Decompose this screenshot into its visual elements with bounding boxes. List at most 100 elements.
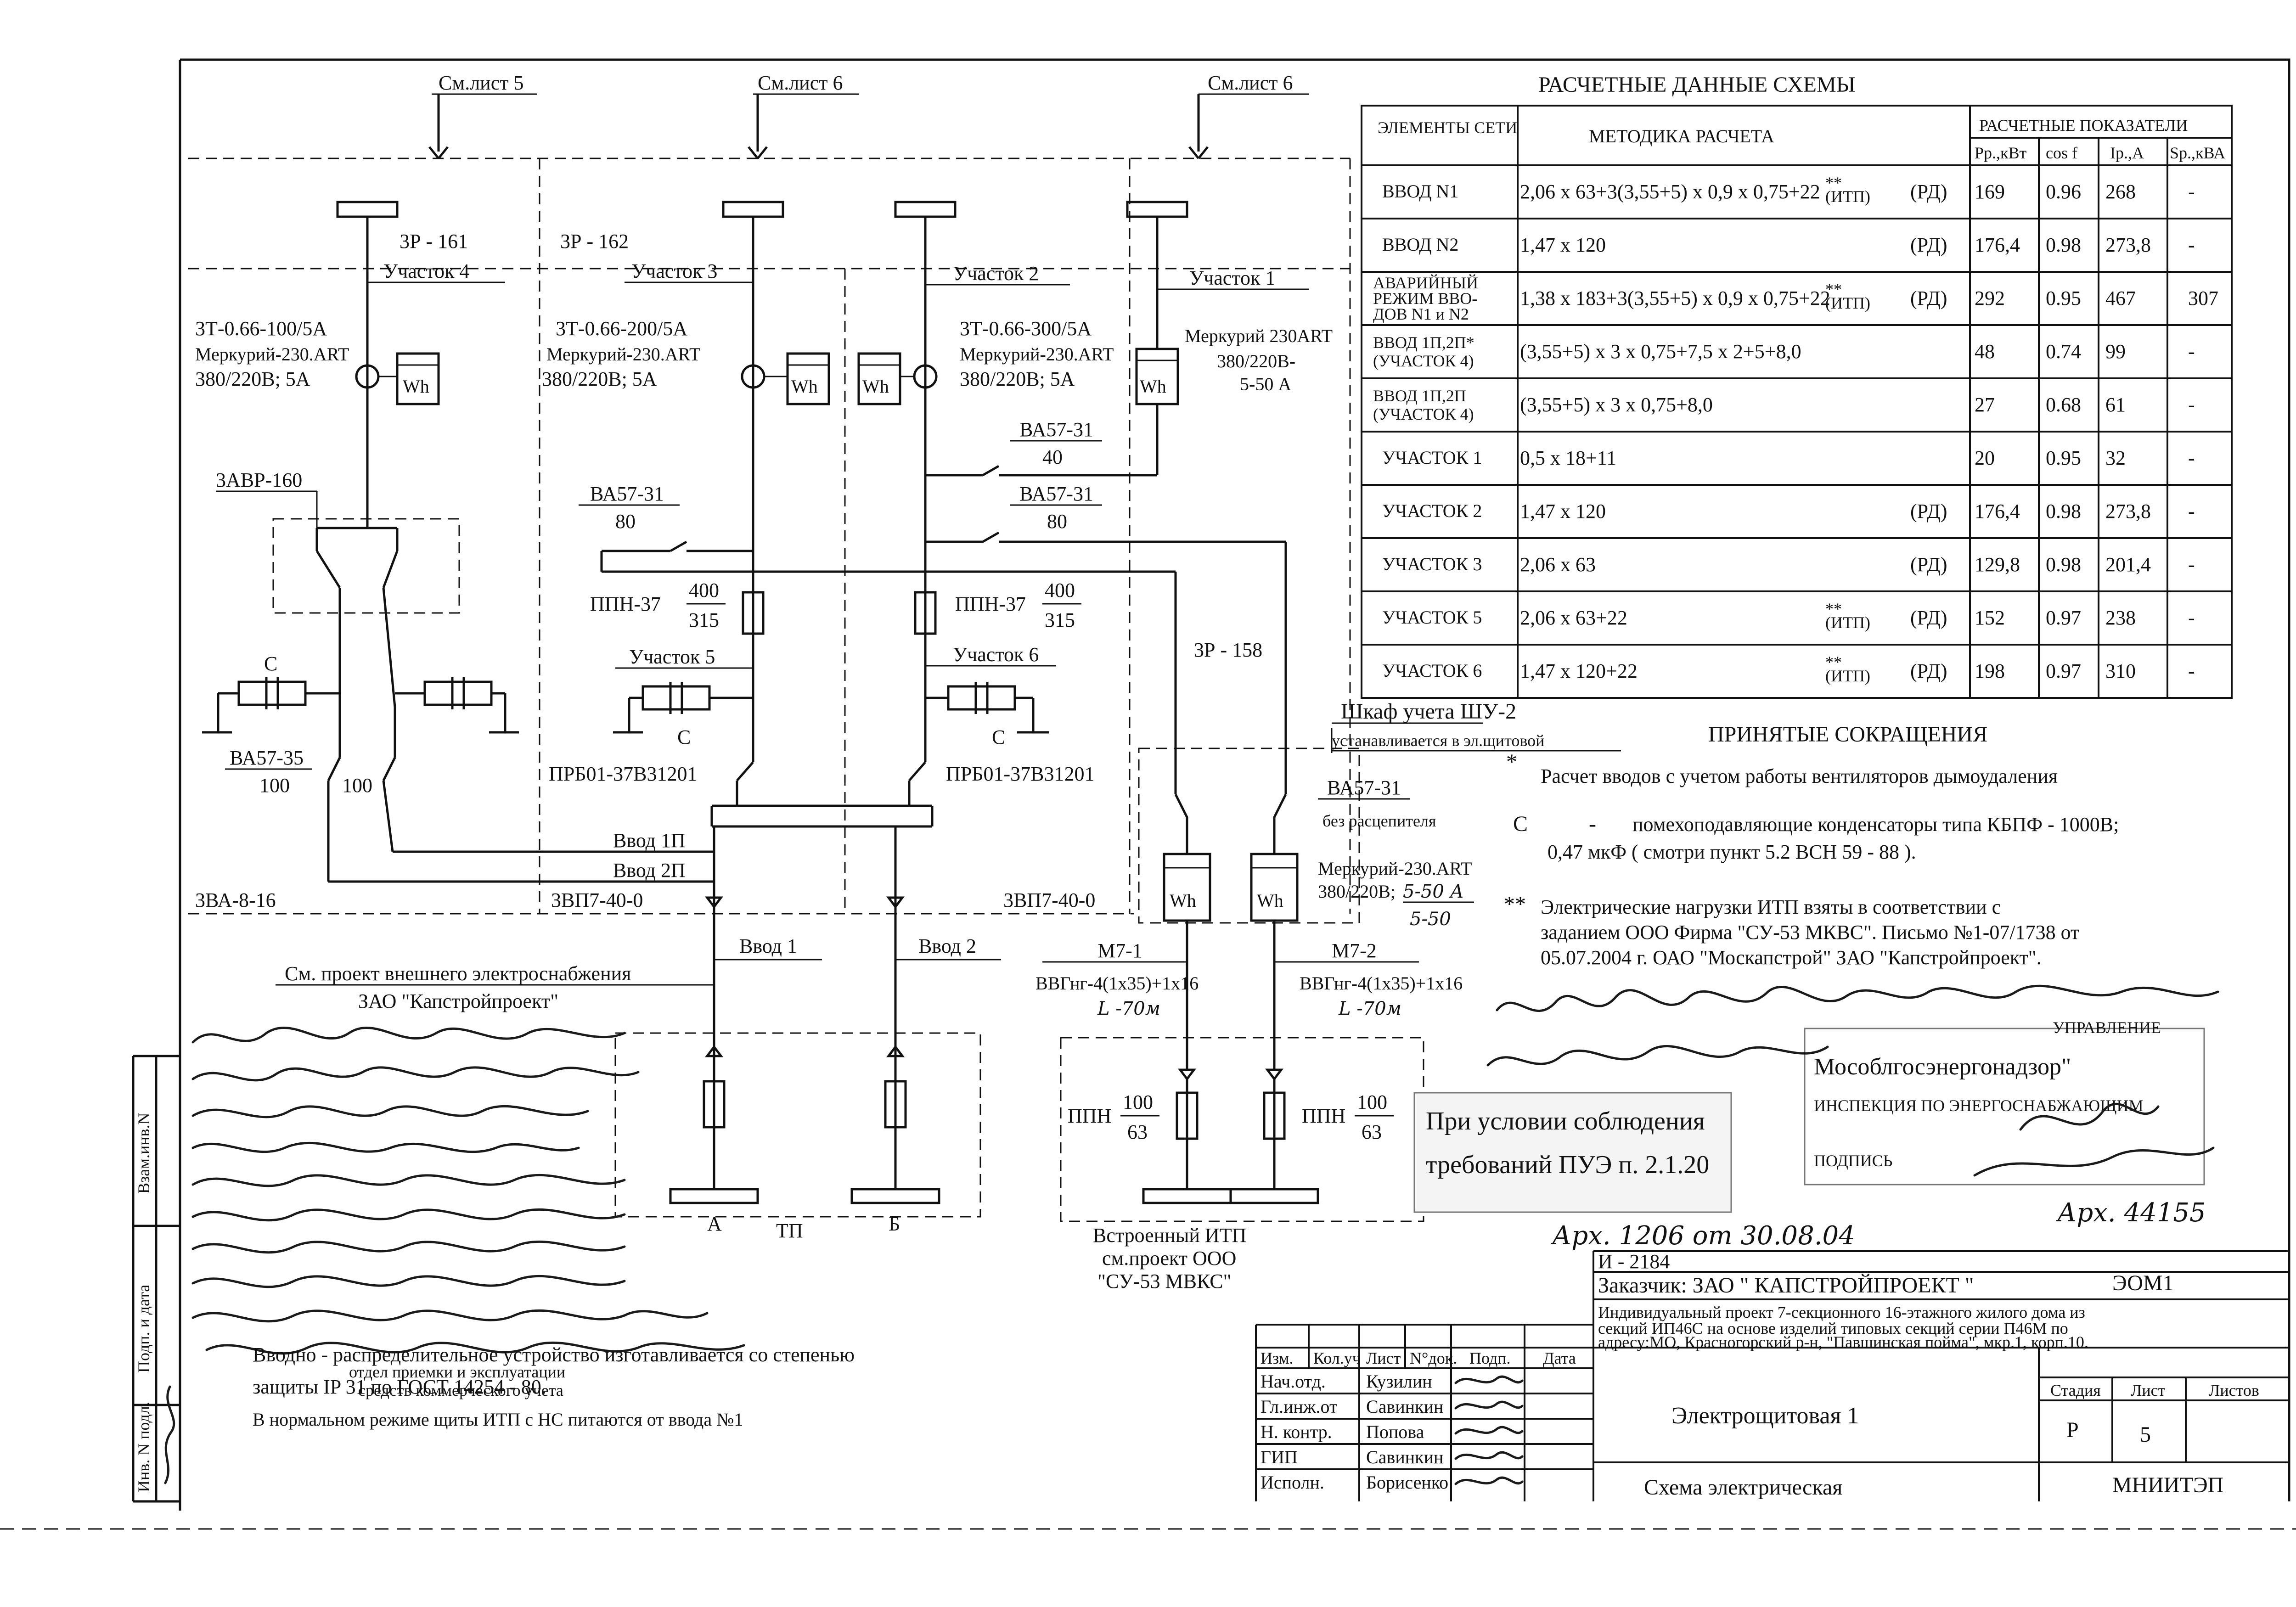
title-customer: Заказчик: ЗАО " КАПСТРОЙПРОЕКТ " — [1598, 1273, 1974, 1298]
abbreviations: ПРИНЯТЫЕ СОКРАЩЕНИЯ * Расчет вводов с уч… — [1504, 722, 2119, 969]
table-row-method: 1,47 х 120 — [1520, 234, 1606, 256]
title-h-podp: Подп. — [1469, 1349, 1511, 1367]
terminal-3 — [894, 201, 957, 218]
title-role-signature — [1454, 1426, 1524, 1435]
breaker-va5735-rating-2: 100 — [342, 774, 372, 797]
title-scheme: Схема электрическая — [1644, 1475, 1842, 1500]
ats-label: 3АВР-160 — [216, 469, 302, 491]
meters: 3Т-0.66-100/5А Меркурий-230.ART 380/220В… — [195, 317, 1333, 405]
fuse-ppn-right-n: 100 — [1357, 1091, 1387, 1113]
table-row-rd: (РД) — [1910, 660, 1947, 682]
table-row-ip: 273,8 — [2105, 500, 2151, 523]
side-handwriting — [164, 1385, 175, 1484]
abbrev-note1-mark: * — [1506, 750, 1517, 774]
sheet-refs: См.лист 5 См.лист 6 См.лист 6 — [428, 72, 1309, 159]
table-row-sp: - — [2188, 180, 2195, 203]
section-3-label: Участок 3 — [631, 260, 717, 282]
shu2-cabinet: Шкаф учета ШУ-2 устанавливается в эл.щит… — [1163, 699, 1621, 1070]
table-row-element: УЧАСТОК 2 — [1382, 500, 1482, 521]
tp-bus-b — [850, 1188, 940, 1204]
breaker-va5731-a-rating: 40 — [1042, 446, 1063, 468]
condition-stamp — [1413, 1092, 1732, 1213]
breaker-3r158: 3Р - 158 — [1194, 639, 1262, 661]
table-title: РАСЧЕТНЫЕ ДАННЫЕ СХЕМЫ — [1538, 73, 1856, 97]
title-role-name: Савинкин — [1366, 1396, 1443, 1417]
shu2-meter-name: Меркурий-230.ART — [1318, 858, 1472, 879]
fuse-ppn-right: ППН — [1302, 1105, 1345, 1127]
table-row-cos: 0.97 — [2046, 607, 2081, 629]
meter-section-1-rating: 380/220В- — [1217, 351, 1295, 371]
abbrev-note2-dash: - — [1589, 812, 1596, 836]
shu2-meter-rating: 380/220В; — [1318, 881, 1396, 902]
abbrev-note3-line3: 05.07.2004 г. ОАО "Москапстрой" ЗАО "Кап… — [1541, 946, 2042, 969]
meter-section-3-rating: 380/220В; 5А — [542, 368, 657, 390]
fuse-ppn-left-d: 63 — [1127, 1121, 1148, 1143]
meter-section-4-name: Меркурий-230.ART — [195, 344, 349, 365]
table-row-sp: - — [2188, 607, 2195, 629]
bottom-note-line2: защиты IP 31 по ГОСТ 14254 - 80. — [253, 1376, 546, 1398]
title-desc-1: Индивидуальный проект 7-секционного 16-э… — [1598, 1303, 2085, 1321]
title-block: И - 2184 Заказчик: ЗАО " КАПСТРОЙПРОЕКТ … — [1255, 1250, 2289, 1501]
table-row-cos: 0.96 — [2046, 180, 2081, 203]
input-1p-label: Ввод 1П — [613, 829, 686, 852]
mosobl-stamp — [1804, 1028, 2205, 1186]
panel-3va: 3ВА-8-16 — [195, 889, 276, 911]
table-header-cos: cos f — [2046, 144, 2077, 162]
title-role: Нач.отд. — [1261, 1371, 1326, 1392]
meter-wh-2: Wh — [862, 376, 889, 397]
terminal-1 — [336, 201, 399, 218]
table-row-sp: 307 — [2188, 287, 2218, 309]
top-terminals — [336, 201, 1188, 218]
meter-wh-1: Wh — [1140, 376, 1166, 397]
lower-switches: ВА57-35 100 100 ПРБ01-37В31201 ПРБ01-37В… — [225, 689, 1095, 882]
meter-box-3 — [786, 352, 830, 405]
table-row-element: УЧАСТОК 5 — [1382, 607, 1482, 628]
table-row-method: (3,55+5) х 3 х 0,75+8,0 — [1520, 393, 1713, 416]
mosobl-stamp-line3: УПРАВЛЕНИЕ — [2053, 1018, 2161, 1037]
table-header-method: МЕТОДИКА РАСЧЕТА — [1589, 126, 1774, 146]
abbrev-note1: Расчет вводов с учетом работы вентилятор… — [1541, 765, 2058, 787]
tp-bus-a — [669, 1188, 759, 1204]
table-row-method: 1,47 х 120+22 — [1520, 660, 1638, 682]
abbrev-title: ПРИНЯТЫЕ СОКРАЩЕНИЯ — [1708, 722, 1987, 747]
table-row-ip: 268 — [2105, 180, 2136, 203]
sheet-ref-right: См.лист 6 — [1208, 72, 1293, 94]
shu2-meter-current-hand: 5-50 — [1410, 909, 1451, 930]
title-role: Н. контр. — [1261, 1422, 1332, 1442]
cable-m72: М7-2 — [1332, 939, 1377, 962]
table-row-cos: 0.97 — [2046, 660, 2081, 682]
shu2-title: Шкаф учета ШУ-2 — [1341, 699, 1516, 724]
table-row-ip: 273,8 — [2105, 234, 2151, 256]
handwritten-approval — [1486, 984, 2219, 1177]
breaker-va5731-a: ВА57-31 — [1019, 418, 1093, 441]
abbrev-note2-line2: 0,47 мкФ ( смотри пункт 5.2 ВСН 59 - 88 … — [1548, 841, 1916, 863]
fuse-ppn37-2-d: 315 — [1045, 609, 1075, 631]
input-2-label: Ввод 2 — [918, 935, 976, 957]
table-row-method: (3,55+5) х 3 х 0,75+7,5 х 2+5+8,0 — [1520, 340, 1801, 363]
table-header-group: РАСЧЕТНЫЕ ПОКАЗАТЕЛИ — [1979, 116, 2188, 135]
table-row-rd: (РД) — [1910, 607, 1947, 629]
table-row-sp: - — [2188, 447, 2195, 469]
table-row-method: 2,06 х 63 — [1520, 553, 1596, 576]
breaker-va5731-c: ВА57-31 — [590, 483, 664, 505]
section-breakers: ВА57-31 40 ВА57-31 80 ВА57-31 80 — [579, 418, 1287, 794]
table-row-pp: 20 — [1975, 447, 1995, 469]
table-row-pp: 152 — [1975, 607, 2005, 629]
table-row-method: 0,5 х 18+11 — [1520, 447, 1616, 469]
table-row-pp: 198 — [1975, 660, 2005, 682]
condition-stamp-line2: требований ПУЭ п. 2.1.20 — [1426, 1151, 1709, 1179]
table-row-sub: (ИТП) — [1825, 613, 1870, 632]
table-row-rd: (РД) — [1910, 500, 1947, 523]
table-row-pp: 169 — [1975, 180, 2005, 203]
title-role-name: Кузилин — [1366, 1371, 1432, 1392]
bottom-note-line1: Вводно - распределительное устройство из… — [253, 1343, 855, 1366]
section-6-label: Участок 6 — [953, 643, 1039, 666]
table-row-element: (УЧАСТОК 4) — [1373, 352, 1474, 370]
table-row-pp: 292 — [1975, 287, 2005, 309]
section-4-label: Участок 4 — [383, 260, 469, 282]
shu2-meter-1-wh: Wh — [1170, 890, 1196, 911]
shu2-meter-2-wh: Wh — [1257, 890, 1283, 911]
table-row-sp: - — [2188, 553, 2195, 576]
breaker-va5731-d: ВА57-31 — [1327, 776, 1401, 799]
table-row-rd: (РД) — [1910, 180, 1947, 203]
